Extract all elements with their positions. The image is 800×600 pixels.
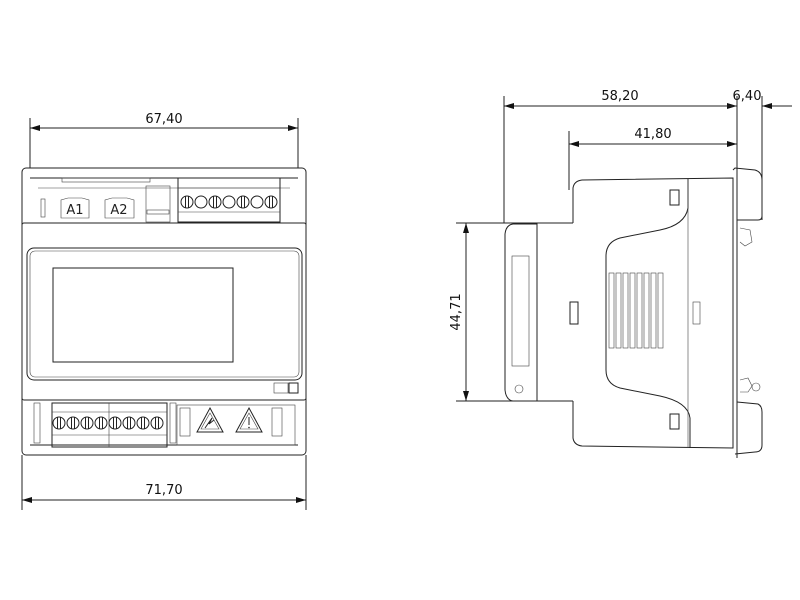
dim-label-71-70: 71,70 (145, 483, 182, 498)
din-rail-clip (732, 167, 763, 458)
electric-shock-warning-icon (196, 406, 224, 433)
vent-slot (615, 272, 622, 349)
terminal-screw-icon (94, 416, 108, 430)
vent-slot (657, 272, 664, 349)
dim-label-6-40: 6,40 (733, 89, 762, 104)
top-terminal-block (177, 177, 281, 223)
terminal-screw-icon (52, 416, 66, 430)
display-window (26, 247, 303, 381)
terminal-screw-icon (208, 195, 222, 209)
dimension-clip: 6,40 (718, 89, 792, 109)
dimension-depth: 58,20 (503, 89, 763, 223)
terminal-a1: A1 (60, 197, 90, 219)
dimension-overall-width: 71,70 (21, 455, 307, 510)
terminal-label-a1: A1 (66, 203, 83, 218)
dim-label-67-40: 67,40 (145, 112, 182, 127)
terminal-screw-icon (236, 195, 250, 209)
terminal-screw-icon (136, 416, 150, 430)
ventilation-slots (608, 272, 664, 349)
terminal-screw-icon (122, 416, 136, 430)
vent-slot (643, 272, 650, 349)
led-indicator (40, 198, 46, 218)
terminal-screw-icon (80, 416, 94, 430)
terminal-hole-icon (222, 195, 236, 209)
terminal-screw-icon (108, 416, 122, 430)
vent-slot (629, 272, 636, 349)
vent-slot (636, 272, 643, 349)
seal-clip (273, 382, 299, 394)
side-view: 58,20 6,40 41,80 44,71 (449, 89, 792, 458)
front-view: 67,40 71,70 A1 A2 (21, 112, 307, 510)
terminal-hole-icon (194, 195, 208, 209)
general-warning-icon (235, 406, 263, 433)
terminal-screw-icon (66, 416, 80, 430)
terminal-hole-icon (250, 195, 264, 209)
vent-slot (622, 272, 629, 349)
vent-slot (650, 272, 657, 349)
terminal-screw-icon (150, 416, 164, 430)
bottom-terminal-block (51, 402, 168, 448)
terminal-screw-icon (180, 195, 194, 209)
display-housing (21, 222, 307, 401)
dimension-body-depth: 41,80 (568, 127, 737, 190)
front-cover (504, 223, 538, 402)
dimension-top-width: 67,40 (29, 112, 299, 168)
lcd-screen (52, 267, 234, 363)
dim-label-41-80: 41,80 (634, 127, 671, 142)
dimension-front-height: 44,71 (449, 222, 573, 402)
vent-slot (608, 272, 615, 349)
side-body (572, 177, 734, 449)
terminal-a2: A2 (104, 197, 135, 219)
dim-label-58-20: 58,20 (601, 89, 638, 104)
dim-label-44-71: 44,71 (449, 293, 464, 330)
terminal-label-a2: A2 (110, 203, 127, 218)
terminal-screw-icon (264, 195, 278, 209)
